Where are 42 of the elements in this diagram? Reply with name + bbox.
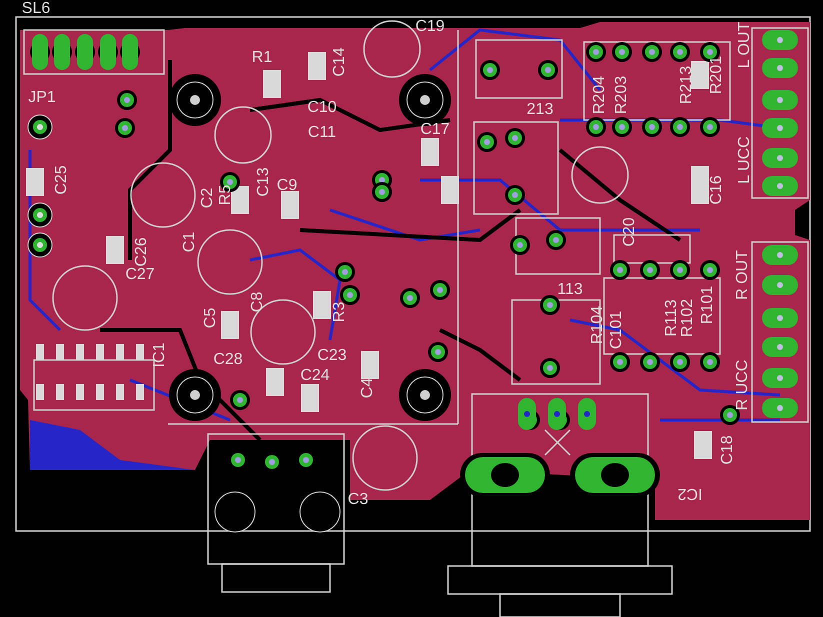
component-designator: C11 <box>308 125 336 141</box>
component-designator: C2 <box>200 188 216 208</box>
component-designator: C10 <box>307 100 337 116</box>
component-designator: R102 <box>680 298 696 338</box>
component-designator: R104 <box>590 306 606 344</box>
component-designator: R204 <box>592 76 608 114</box>
component-designator: R113 <box>664 299 680 337</box>
component-designator: R5 <box>218 184 234 206</box>
component-designator: C14 <box>332 47 348 77</box>
component-designator: C17 <box>420 122 450 138</box>
component-designator: 113 <box>557 282 583 298</box>
component-designator: C23 <box>317 348 347 364</box>
component-designator: C5 <box>203 308 219 328</box>
component-designator: C20 <box>622 217 638 247</box>
component-designator: L UCC <box>737 136 753 184</box>
component-designator: JP1 <box>28 90 56 106</box>
component-designator: C4 <box>360 378 376 398</box>
component-designator: L OUT <box>737 22 753 68</box>
component-designator: C13 <box>256 167 272 197</box>
component-designator: C26 <box>134 237 150 267</box>
component-designator: C27 <box>125 267 155 283</box>
component-designator: C8 <box>250 292 266 312</box>
component-designator: R OUT <box>735 250 751 300</box>
component-designator: IC1 <box>152 342 168 368</box>
component-designator: C18 <box>720 435 736 465</box>
component-designator: C1 <box>182 232 198 252</box>
component-designator: SL6 <box>22 1 50 17</box>
component-designator: R203 <box>614 76 630 114</box>
component-designator: C101 <box>609 310 625 350</box>
component-designator: R101 <box>700 286 716 324</box>
component-designator: C16 <box>709 175 725 205</box>
component-designator: R UCC <box>735 360 751 410</box>
component-designator: R1 <box>252 50 272 66</box>
component-designator: C25 <box>54 165 70 195</box>
component-designator: C24 <box>300 368 330 384</box>
component-designator: R3 <box>332 302 348 322</box>
component-designator: IC2 <box>678 485 702 501</box>
component-designator: R213 <box>679 66 695 104</box>
component-designator: C9 <box>276 178 298 194</box>
component-designator: C28 <box>213 352 243 368</box>
component-designator: 213 <box>526 102 554 118</box>
component-designator: R201 <box>709 56 725 94</box>
